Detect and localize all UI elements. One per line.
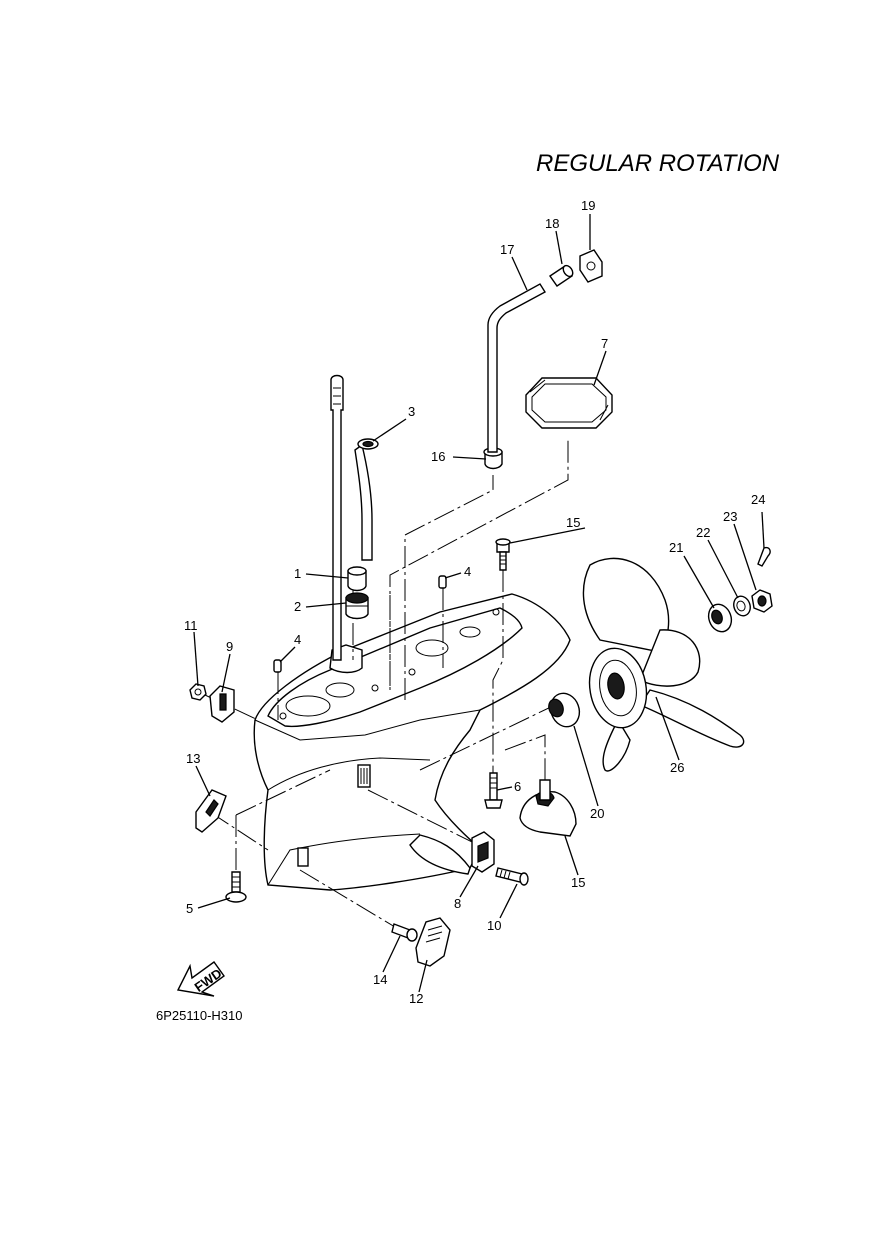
callout-16: 15 [566, 515, 580, 530]
page-title: REGULAR ROTATION [536, 150, 780, 177]
part-12-anode [415, 917, 451, 967]
part-21-thrust-washer [548, 692, 581, 728]
callout-24: 23 [723, 509, 737, 524]
part-24-nut [751, 589, 773, 613]
callout-labels: 19 18 17 7 3 16 15 4 1 2 4 11 9 13 5 6 8… [184, 198, 765, 1006]
callout-26: 26 [670, 760, 684, 775]
part-13-plate [195, 789, 227, 833]
callout-22: 21 [669, 540, 683, 555]
callout-2: 2 [294, 599, 301, 614]
leader-lines [193, 214, 765, 993]
part-14-bolt [391, 923, 418, 942]
part-4-dowel-right [438, 575, 447, 589]
hidden-lines [204, 440, 569, 931]
part-18-shift-rod [487, 283, 546, 453]
part-2-grommet [345, 592, 369, 620]
callout-17: 16 [431, 449, 445, 464]
fwd-arrow-icon: FWD [176, 961, 225, 997]
part-26-propeller [582, 557, 745, 772]
callout-23: 22 [696, 525, 710, 540]
callout-4-left: 4 [294, 632, 301, 647]
part-3-water-tube [354, 438, 379, 561]
part-6-bolt [484, 772, 503, 809]
callout-8: 8 [454, 896, 461, 911]
callout-15: 15 [571, 875, 585, 890]
callout-25: 24 [751, 492, 765, 507]
callout-14: 14 [373, 972, 387, 987]
callout-6: 6 [514, 779, 521, 794]
part-7-gasket [525, 377, 613, 429]
part-23-washer [733, 595, 751, 617]
part-22-spacer [707, 603, 733, 633]
part-16-bolt [495, 538, 511, 571]
drive-shaft [330, 374, 344, 661]
part-15-trim-tab [519, 779, 577, 837]
part-19-bushing [549, 264, 574, 287]
part-11-nut [189, 683, 207, 701]
part-8-anode [471, 831, 495, 873]
callout-5: 5 [186, 901, 193, 916]
callout-19: 18 [545, 216, 559, 231]
callout-7: 7 [601, 336, 608, 351]
callout-18: 17 [500, 242, 514, 257]
callout-3: 3 [408, 404, 415, 419]
part-4-dowel-left [273, 659, 282, 673]
callout-21: 20 [590, 806, 604, 821]
callout-4-right: 4 [464, 564, 471, 579]
part-25-cotter-pin [757, 546, 771, 567]
part-20-clip [579, 249, 603, 283]
drawing-code: 6P25110-H310 [156, 1008, 243, 1023]
callout-20: 19 [581, 198, 595, 213]
part-5-bolt [225, 871, 247, 903]
lower-casing [253, 593, 571, 891]
part-9-anode [209, 685, 235, 723]
callout-13: 13 [186, 751, 200, 766]
callout-1: 1 [294, 566, 301, 581]
part-10-bolt [495, 867, 529, 886]
callout-11: 11 [184, 618, 198, 633]
callout-10: 10 [487, 918, 501, 933]
part-1-seal [347, 566, 367, 592]
callout-9: 9 [226, 639, 233, 654]
callout-12: 12 [409, 991, 423, 1006]
